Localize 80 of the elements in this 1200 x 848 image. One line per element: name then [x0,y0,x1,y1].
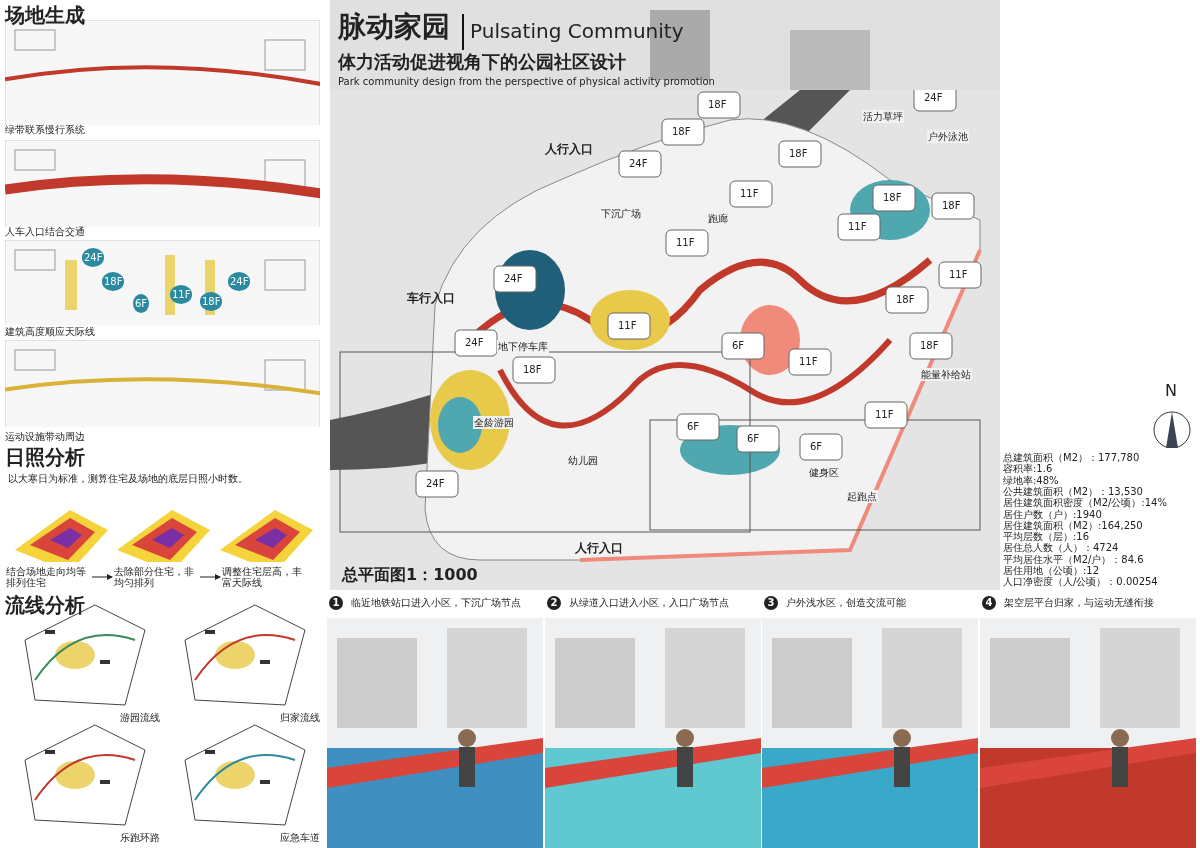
statistic-text: 公共建筑面积（M2）：13,530 [1003,485,1143,497]
subtitle: 体力活动促进视角下的公园社区设计 [338,52,626,72]
floor-label: 24F [465,337,484,348]
caption: 乐跑环路 [120,832,160,843]
north-label: N [1165,382,1177,400]
step-text: 去除部分住宅，非均匀排列 [114,566,198,588]
floor-label: 18F [896,294,915,305]
area-label: 下沉广场 [600,207,642,220]
area-label: 地下停车库 [497,340,549,353]
floor-label: 11F [848,221,867,232]
caption: 绿带联系慢行系统 [5,124,85,135]
statistic-text: 平均居住水平（M2/户）：84.6 [1003,553,1144,565]
area-label: 能量补给站 [920,368,972,381]
statistic-text: 容积率:1.6 [1003,463,1053,475]
caption: 从绿道入口进入小区，入口广场节点 [569,597,729,608]
floor-label: 11F [949,269,968,280]
area-label: 起跑点 [846,490,878,503]
caption: 归家流线 [280,712,320,723]
floor-label: 6F [810,441,823,452]
caption: 建筑高度顺应天际线 [5,326,95,337]
floor-label: 11F [676,237,695,248]
floor-label: 6F [687,421,700,432]
caption: 应急车道 [280,832,320,843]
floor-label: 6F [732,340,745,351]
title: 脉动家园 [338,12,450,43]
area-label: 活力草坪 [862,110,904,123]
entrance-label: 人行入口 [575,542,623,556]
entrance-label: 车行入口 [407,292,455,306]
entrance-label: 人行入口 [545,143,593,157]
caption: 临近地铁站口进入小区，下沉广场节点 [351,597,521,608]
area-label: 户外泳池 [927,130,969,143]
area-label: 全龄游园 [473,416,515,429]
step-number: 4 [982,596,996,610]
statistic-text: 人口净密度（人/公顷）：0.00254 [1003,576,1158,588]
area-label: 健身区 [808,466,840,479]
statistic-text: 居住总人数（人）：4724 [1003,542,1119,554]
step-number: 3 [764,596,778,610]
step-text: 调整住宅层高，丰富天际线 [222,566,306,588]
area-label: 跑廊 [707,212,729,225]
floor-label: 11F [618,320,637,331]
statistic-text: 平均层数（层）:16 [1003,531,1090,543]
arrow [91,574,113,580]
plan-title: 总平面图1：1000 [342,566,478,584]
floor-label: 24F [504,273,523,284]
floor-label: 24F [426,478,445,489]
floor-label: 18F [942,200,961,211]
floor-label: 11F [799,356,818,367]
step-number: 2 [547,596,561,610]
step-text: 结合场地走向均等排列住宅 [6,566,90,588]
section-heading: 流线分析 [5,594,85,616]
statistic-text: 居住户数（户）:1940 [1003,508,1102,520]
step-number: 1 [329,596,343,610]
area-label: 幼儿园 [567,454,599,467]
caption: 架空层平台归家，与运动无缝衔接 [1004,597,1154,608]
floor-label: 18F [523,364,542,375]
caption: 运动设施带动周边 [5,431,85,442]
subtitle-english: Park community design from the perspective of physical activity promotion [338,76,715,87]
arrow [199,574,221,580]
caption: 以大寒日为标准，测算住宅及场地的底层日照小时数。 [8,473,248,484]
section-heading: 日照分析 [5,446,85,468]
floor-label: 11F [875,409,894,420]
caption: 游园流线 [120,712,160,723]
floor-label: 18F [883,192,902,203]
statistic-text: 绿地率:48% [1003,474,1059,486]
statistic-text: 居住建筑面积（M2）:164,250 [1003,519,1143,531]
floor-label: 11F [740,188,759,199]
floor-label: 18F [789,148,808,159]
floor-label: 24F [924,92,943,103]
title-english: Pulsating Community [470,20,684,42]
statistic-text: 居住用地（公顷）:12 [1003,565,1100,576]
statistic-text: 总建筑面积（M2）：177,780 [1003,452,1140,463]
floor-label: 24F [629,158,648,169]
floor-label: 18F [672,126,691,137]
floor-label: 18F [920,340,939,351]
section-heading: 场地生成 [5,4,85,26]
caption: 户外浅水区，创造交流可能 [786,597,906,608]
caption: 人车入口结合交通 [5,226,85,237]
floor-label: 6F [747,433,760,444]
statistic-text: 居住建筑面积密度（M2/公顷）:14% [1003,497,1167,509]
floor-label: 18F [708,99,727,110]
